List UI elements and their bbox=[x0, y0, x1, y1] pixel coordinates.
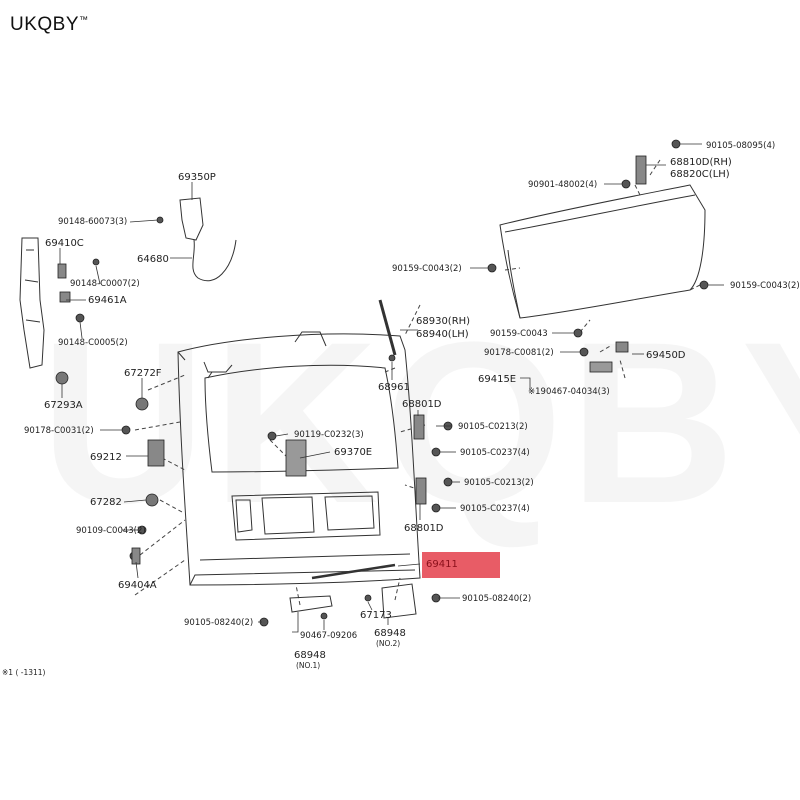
label-90178-c0081: 90178-C0081(2) bbox=[484, 348, 554, 358]
label-68948-no1: 68948 bbox=[294, 650, 326, 661]
back-door-window bbox=[204, 364, 399, 473]
label-69415e: 69415E bbox=[478, 374, 516, 385]
label-90148-c0007: 90148-C0007(2) bbox=[70, 279, 140, 289]
label-68801d-top: 68801D bbox=[402, 399, 442, 410]
label-90901-48002: 90901-48002(4) bbox=[528, 180, 597, 190]
label-90148-60073: 90148-60073(3) bbox=[58, 217, 127, 227]
label-64680: 64680 bbox=[137, 254, 169, 265]
label-90159-c0043: 90159-C0043 bbox=[490, 329, 548, 339]
side-trim-panel bbox=[19, 237, 45, 369]
label-68961: 68961 bbox=[378, 382, 410, 393]
label-90105-c0213-a: 90105-C0213(2) bbox=[458, 422, 528, 432]
label-68930: 68930(RH) bbox=[416, 316, 470, 327]
footnote-left: ※1 ( -1311) bbox=[2, 668, 46, 677]
label-69370e: 69370E bbox=[334, 447, 372, 458]
label-90105-c0237-b: 90105-C0237(4) bbox=[460, 504, 530, 514]
label-69404a: 69404A bbox=[118, 580, 157, 591]
label-68948-no2-sub: (NO.2) bbox=[376, 639, 400, 648]
label-69461a: 69461A bbox=[88, 295, 127, 306]
label-90467-04034: ※190467-04034(3) bbox=[528, 387, 610, 397]
label-90109-c0043: 90109-C0043(2) bbox=[76, 526, 146, 536]
cable-64680 bbox=[192, 239, 237, 282]
label-90105-08095: 90105-08095(4) bbox=[706, 141, 775, 151]
label-68940: 68940(LH) bbox=[416, 329, 469, 340]
label-68801d-bot: 68801D bbox=[404, 523, 444, 534]
spoiler bbox=[499, 184, 706, 319]
gas-strut-68930 bbox=[378, 299, 397, 356]
hinge-no2 bbox=[381, 583, 417, 619]
label-90105-08240-l: 90105-08240(2) bbox=[184, 618, 253, 628]
label-67272f: 67272F bbox=[124, 368, 162, 379]
label-90119-c0232: 90119-C0232(3) bbox=[294, 430, 364, 440]
highlight-69411 bbox=[422, 552, 500, 578]
label-68820c: 68820C(LH) bbox=[670, 169, 730, 180]
label-67282: 67282 bbox=[90, 497, 122, 508]
label-90105-c0213-b: 90105-C0213(2) bbox=[464, 478, 534, 488]
brand-logo: UKQBY™ bbox=[10, 14, 89, 35]
label-69212: 69212 bbox=[90, 452, 122, 463]
label-90159-c0043-2: 90159-C0043(2) bbox=[392, 264, 462, 274]
label-90105-08240-r: 90105-08240(2) bbox=[462, 594, 531, 604]
label-67293a: 67293A bbox=[44, 400, 83, 411]
label-68948-no2: 68948 bbox=[374, 628, 406, 639]
label-90467-09206: 90467-09206 bbox=[300, 631, 357, 641]
hinge-no1 bbox=[289, 595, 333, 613]
label-69411: 69411 bbox=[426, 559, 458, 570]
label-90105-c0237-a: 90105-C0237(4) bbox=[460, 448, 530, 458]
label-69450d: 69450D bbox=[646, 350, 686, 361]
label-68810d: 68810D(RH) bbox=[670, 157, 732, 168]
label-90178-c0031: 90178-C0031(2) bbox=[24, 426, 94, 436]
label-69410c: 69410C bbox=[45, 238, 84, 249]
label-90148-c0005: 90148-C0005(2) bbox=[58, 338, 128, 348]
gas-strut-69411 bbox=[311, 563, 396, 580]
latch-body bbox=[179, 197, 204, 241]
label-68948-no1-sub: (NO.1) bbox=[296, 661, 320, 670]
back-door-outline bbox=[177, 333, 421, 586]
label-90159-c0043-2-r: 90159-C0043(2) bbox=[730, 281, 800, 291]
label-69350p: 69350P bbox=[178, 172, 216, 183]
label-67173: 67173 bbox=[360, 610, 392, 621]
